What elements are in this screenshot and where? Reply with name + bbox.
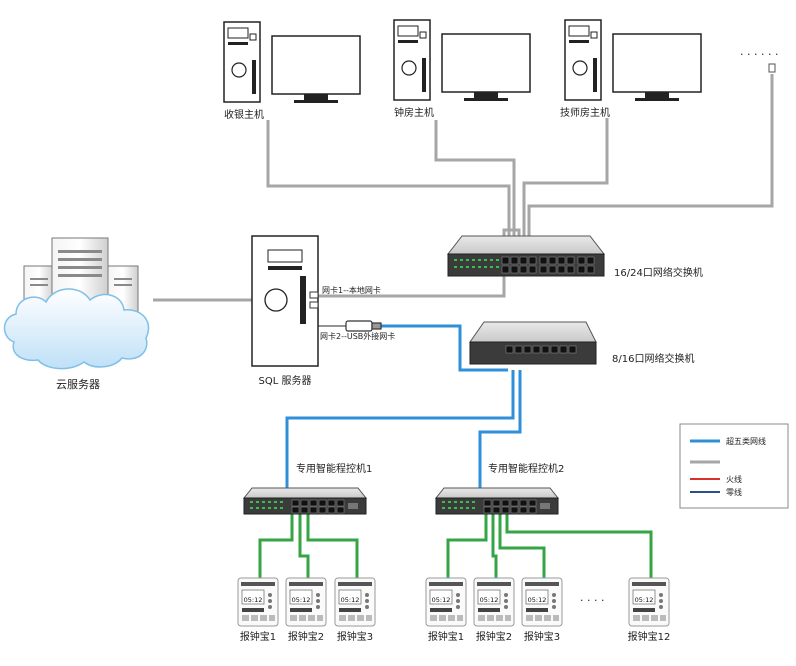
device-4-time: 05:12 [432,596,451,604]
switch-8-16-label: 8/16口网络交换机 [612,352,694,365]
sql-server-label: SQL 服务器 [259,374,312,387]
pc-cashier[interactable] [223,21,361,104]
pc-clock-room[interactable] [393,19,531,102]
cloud-server-label: 云服务器 [56,378,100,391]
cable-controller1 [285,370,515,496]
controller-2[interactable] [435,487,559,515]
switch-8-16-port[interactable] [469,321,597,365]
cable-controller2 [478,370,522,496]
nic1-label: 网卡1--本地网卡 [322,285,381,295]
cable-pc3 [522,118,609,262]
pc-technician-room[interactable] [564,19,702,102]
device-2-label: 报钟宝2 [288,630,324,643]
device-3-time: 05:12 [341,596,360,604]
cloud-server[interactable] [3,237,150,370]
sql-server[interactable] [251,235,319,367]
usb-cable [317,305,382,332]
controller-2-label: 专用智能程控机2 [488,462,564,475]
cable-nic1 [318,276,506,298]
device-6-label: 报钟宝3 [524,630,560,643]
nic2-label: 网卡2--USB外接网卡 [320,331,395,341]
green-cables [258,512,653,578]
device-2-time: 05:12 [292,596,311,604]
device-3-label: 报钟宝3 [337,630,373,643]
cable-pc-more [527,74,774,262]
cable-pc2 [434,120,516,262]
cable-pc1 [266,120,511,262]
legend: 超五类网线 火线 零线 [679,423,789,509]
device-1-label: 报钟宝1 [240,630,276,643]
device-7-label: 报钟宝12 [628,630,671,643]
switch-16-24-label: 16/24口网络交换机 [614,266,703,279]
legend-label-live: 火线 [726,474,742,484]
gray-cables [153,74,774,302]
more-pcs-plug [768,63,776,73]
switch-16-24-port[interactable] [446,235,606,277]
pc-technician-room-label: 技师房主机 [560,106,610,119]
pc-cashier-label: 收银主机 [224,108,264,121]
device-6-time: 05:12 [528,596,547,604]
controller-1[interactable] [243,487,367,515]
devices-ellipsis: · · · · [580,594,604,607]
cable-usb-nic [381,324,508,372]
controller-1-label: 专用智能程控机1 [296,462,372,475]
legend-label-cat5: 超五类网线 [726,436,766,446]
device-5-time: 05:12 [480,596,499,604]
device-4-label: 报钟宝1 [428,630,464,643]
device-7-time: 05:12 [635,596,654,604]
pc-clock-room-label: 钟房主机 [394,106,434,119]
device-1-time: 05:12 [244,596,263,604]
legend-label-neutral: 零线 [726,487,742,497]
more-pcs-ellipsis: · · · · · · [740,48,778,61]
blue-cables [285,324,522,496]
device-5-label: 报钟宝2 [476,630,512,643]
